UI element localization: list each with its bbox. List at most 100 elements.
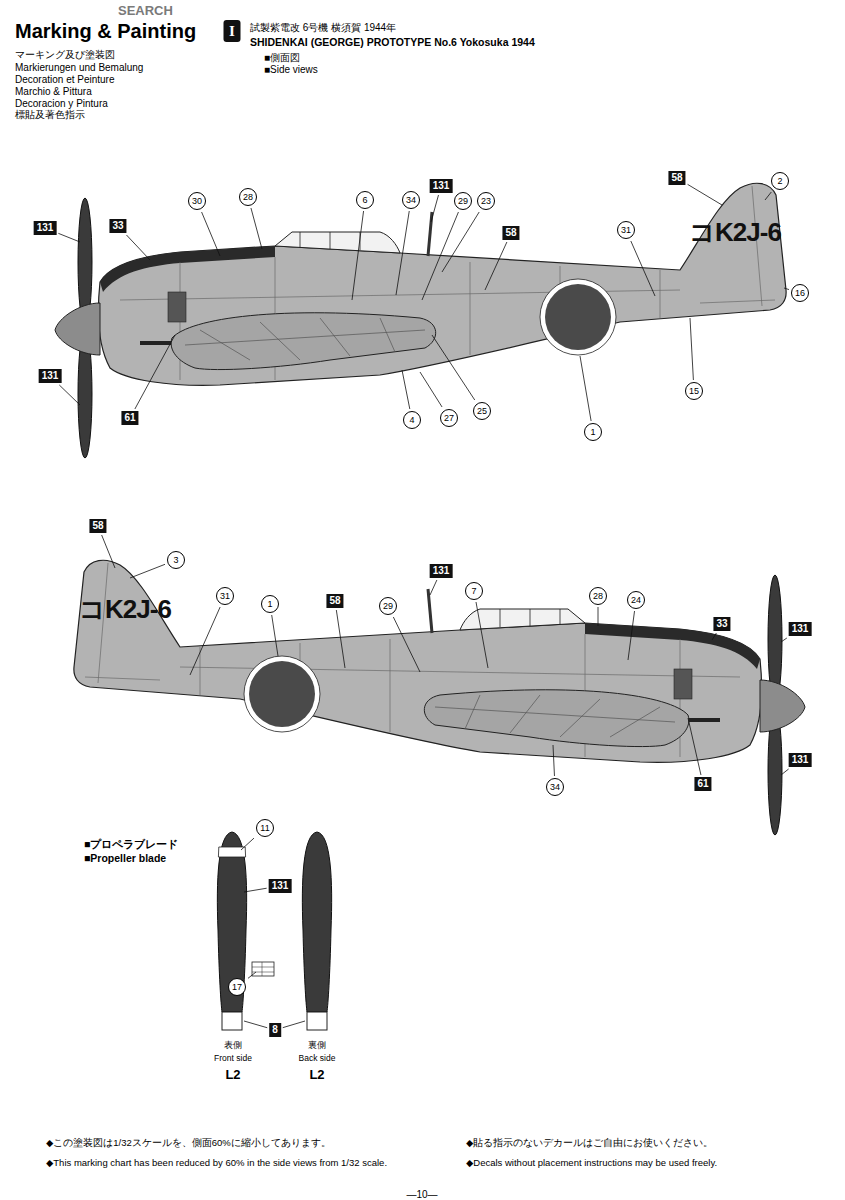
leader-line	[553, 745, 554, 776]
side-caption: Front side	[214, 1053, 252, 1063]
leader-line	[422, 212, 458, 300]
decal-number: 61	[121, 411, 138, 425]
note: ◆この塗装図は1/32スケールを、側面60%に縮小してあります。	[46, 1137, 331, 1150]
tip-band	[218, 847, 245, 857]
callout-number: 24	[627, 591, 645, 609]
callout-number: 29	[379, 597, 397, 615]
leader-line	[476, 602, 488, 668]
page-number: —10—	[406, 1189, 437, 1200]
callout-number: 15	[685, 382, 703, 400]
heading-text: ■側面図	[264, 51, 300, 65]
leader-line	[190, 607, 220, 675]
callout-number: 7	[465, 582, 483, 600]
decal-number: 58	[668, 171, 685, 185]
callout-number: 3	[167, 551, 185, 569]
leader-line	[336, 610, 345, 668]
leader-line	[598, 607, 599, 626]
decal-number: 131	[430, 179, 453, 193]
callout-number: 4	[403, 411, 421, 429]
part-number: L2	[309, 1067, 324, 1082]
callout-number: 1	[584, 423, 602, 441]
decal-number: 61	[694, 777, 711, 791]
callout-number: 2	[771, 172, 789, 190]
leader-line	[402, 370, 410, 409]
decal-number: 131	[430, 564, 453, 578]
leader-line	[130, 564, 165, 578]
part-number: L2	[225, 1067, 240, 1082]
callout-number: 34	[402, 191, 420, 209]
callout-number: 29	[454, 192, 472, 210]
leader-line	[628, 611, 635, 660]
blade	[217, 832, 246, 1012]
leader-line	[135, 335, 175, 409]
callout-number: 27	[440, 409, 458, 427]
heading-text: SHIDENKAI (GEORGE) PROTOTYPE No.6 Yokosu…	[250, 36, 535, 48]
heading-text: 試製紫電改 6号機 横須賀 1944年	[250, 21, 396, 35]
side-caption: 裏側	[308, 1040, 326, 1052]
leader-line	[248, 972, 256, 978]
heading-text: Decoracion y Pintura	[15, 98, 108, 109]
side-caption: 表側	[224, 1040, 242, 1052]
leader-line	[352, 211, 364, 300]
callout-number: 1	[261, 595, 279, 613]
decal-number: 33	[713, 617, 730, 631]
leader-line	[765, 192, 771, 200]
leader-line	[393, 617, 420, 672]
decal-number: 131	[789, 753, 812, 767]
heading-text: ■Propeller blade	[84, 852, 166, 864]
stencil	[252, 962, 274, 976]
stencil-lines	[252, 962, 274, 976]
leader-line	[251, 208, 262, 249]
tail-code: コK2J-6	[689, 215, 781, 250]
decal-number: 58	[89, 519, 106, 533]
leader-line	[781, 638, 787, 642]
propeller-back	[302, 832, 331, 1030]
leader-line	[432, 335, 475, 400]
leader-line	[244, 888, 267, 892]
hub	[307, 1012, 327, 1030]
callout-number: 31	[617, 221, 635, 239]
leader-line	[126, 235, 150, 260]
heading-text: 標貼及著色指示	[15, 108, 85, 122]
leader-line	[102, 535, 115, 568]
leader-line	[244, 1021, 267, 1028]
leader-line	[283, 1021, 305, 1028]
heading-text: ■プロペラブレード	[84, 838, 178, 852]
heading-text: Decoration et Peinture	[15, 74, 115, 85]
callout-number: 11	[256, 819, 274, 837]
page-title: Marking & Painting	[15, 20, 196, 43]
leader-line	[688, 184, 722, 205]
leader-line	[202, 212, 220, 256]
leader-line	[58, 233, 80, 242]
leader-line	[688, 718, 701, 775]
decal-number: 58	[502, 226, 519, 240]
tail-code: コK2J-6	[79, 592, 171, 627]
decal-number: 131	[269, 879, 292, 893]
leader-line	[59, 385, 80, 405]
heading-text: ■Side views	[264, 64, 318, 75]
side-view-left	[55, 183, 786, 458]
propeller-front	[217, 832, 274, 1030]
leader-line	[241, 838, 254, 850]
leader-line	[430, 580, 437, 595]
note: ◆This marking chart has been reduced by …	[46, 1157, 387, 1168]
callout-number: 6	[356, 191, 374, 209]
leader-line	[781, 769, 789, 775]
leader-line	[690, 318, 693, 380]
callout-number: 28	[239, 188, 257, 206]
side-caption: Back side	[299, 1053, 336, 1063]
blade	[302, 832, 331, 1012]
leader-line	[420, 372, 442, 407]
note: ◆Decals without placement instructions m…	[466, 1157, 717, 1168]
leader-line	[431, 195, 439, 222]
callout-number: 31	[216, 587, 234, 605]
callout-number: 25	[473, 402, 491, 420]
leader-line	[580, 356, 591, 421]
callout-number: 34	[546, 778, 564, 796]
leader-line	[784, 288, 789, 290]
leader-line	[442, 212, 479, 272]
decal-number: 131	[789, 622, 812, 636]
watermark: SEARCH	[118, 3, 173, 18]
callout-number: 28	[589, 587, 607, 605]
